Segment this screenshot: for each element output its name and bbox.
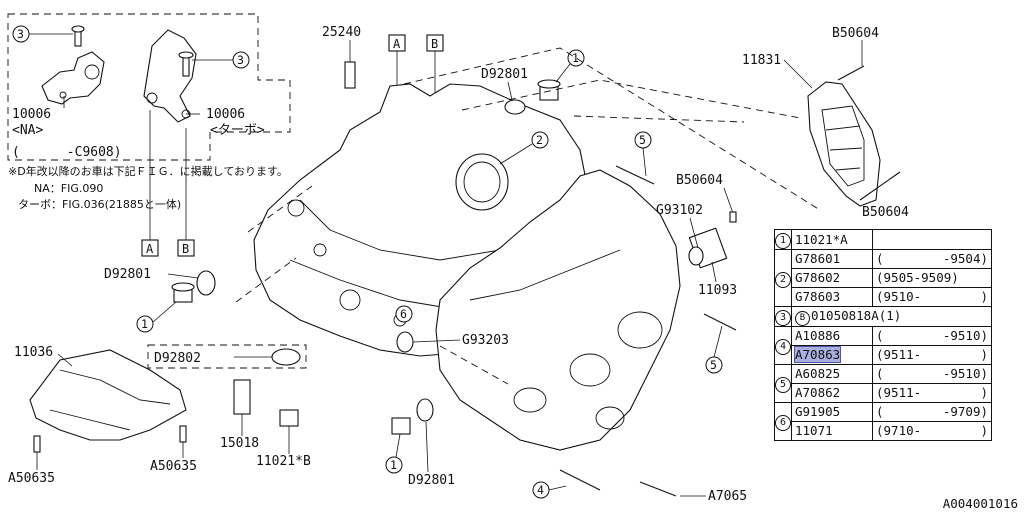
callout-five: 5 [639, 133, 646, 147]
part-number[interactable]: A10886 [791, 326, 873, 346]
bracket-na-drawing [41, 51, 105, 105]
part-number[interactable]: 11071 [791, 421, 873, 441]
plug-drawing [279, 409, 299, 427]
row-index: 4 [774, 326, 792, 365]
figure-code: A004001016 [942, 496, 1018, 511]
row-index: 5 [774, 364, 792, 403]
washer-drawing [271, 348, 301, 366]
note-line-1: ※D年改以降のお車は下記ＦＩＧ．に掲載しております。 [8, 164, 288, 178]
callout-one: 1 [141, 317, 148, 331]
part-number[interactable]: G78603 [791, 287, 873, 307]
label-d92801: D92801 [481, 67, 528, 82]
table-row[interactable]: 4 A10886 (-9510) [774, 326, 992, 365]
table-row[interactable]: G78603 (9510-) [775, 287, 992, 307]
part-number[interactable]: 11021*A [791, 229, 873, 250]
callout-six: 6 [400, 307, 407, 321]
ref-box-a-letter: A [146, 242, 154, 256]
table-row[interactable]: 6 G91905 (-9709) [774, 402, 992, 441]
cover-11831-drawing [807, 81, 881, 207]
inset-range: ( -C9608) [12, 145, 122, 160]
label-a50635: A50635 [8, 471, 55, 486]
label-g93203: G93203 [462, 333, 509, 348]
callout-one: 1 [390, 458, 397, 472]
label-11036: 11036 [14, 345, 53, 360]
date-range: (9710-) [872, 421, 992, 441]
oil-pressure-switch-drawing [233, 379, 251, 415]
row-index: 1 [774, 229, 792, 250]
row-index: 3 [774, 306, 792, 327]
label-11021b: 11021*B [256, 454, 311, 469]
ref-box-a-letter: A [393, 37, 401, 51]
label-15018: 15018 [220, 436, 259, 451]
table-row[interactable]: G78602 (9505-9509) [775, 268, 992, 288]
label-b50604: B50604 [862, 205, 909, 220]
label-10006-turbo: 10006 [206, 107, 245, 122]
date-range: (-9709) [872, 402, 992, 422]
ref-box-b-letter: B [431, 37, 438, 51]
table-row[interactable]: 2 G78601 (-9504) [774, 249, 992, 307]
label-10006-na: 10006 [12, 107, 51, 122]
table-row[interactable]: 5 A60825 (-9510) [774, 364, 992, 403]
part-number-highlighted[interactable]: A70863 [791, 345, 873, 365]
date-range: (-9504) [872, 249, 992, 269]
callout-five: 5 [710, 358, 717, 372]
parts-table: 1 11021*A 2 G78601 (-9504) G78602 (9505-… [774, 229, 992, 441]
part-number[interactable]: G78602 [791, 268, 873, 288]
washer-drawing [196, 270, 216, 296]
ref-box-b-letter: B [182, 242, 189, 256]
part-number[interactable]: G91905 [791, 402, 873, 422]
label-d92802: D92802 [154, 351, 201, 366]
label-g93102: G93102 [656, 203, 703, 218]
row-index: 6 [774, 402, 792, 441]
part-number[interactable]: A60825 [791, 364, 873, 384]
label-11831: 11831 [742, 53, 781, 68]
callout-three: 3 [237, 53, 244, 67]
label-turbo-variant: <ターボ> [210, 123, 265, 138]
table-row[interactable]: A70863 (9511-) [775, 345, 992, 365]
part-number[interactable]: A70862 [791, 383, 873, 403]
part-number[interactable]: G78601 [791, 249, 873, 269]
callout-one: 1 [572, 51, 579, 65]
note-line-2: NA：FIG.090 [34, 182, 103, 195]
label-b50604: B50604 [676, 173, 723, 188]
label-25240: 25240 [322, 25, 361, 40]
d92802-group [147, 344, 307, 369]
callout-two: 2 [536, 133, 543, 147]
label-d92801: D92801 [104, 267, 151, 282]
label-b50604: B50604 [832, 26, 879, 41]
date-range: (-9510) [872, 364, 992, 384]
cylinder-block-right-drawing [435, 169, 681, 451]
label-11093: 11093 [698, 283, 737, 298]
date-range: (9511-) [872, 383, 992, 403]
inset-detail: 3 3 10006 <NA> 10006 <ターボ> ( -C9608) [7, 13, 291, 161]
date-range [872, 229, 992, 250]
date-range: (-9510) [872, 326, 992, 346]
table-row[interactable]: 11071 (9710-) [775, 421, 992, 441]
washer-drawing [504, 99, 526, 115]
gasket-drawing [688, 246, 704, 266]
row-index: 2 [774, 249, 792, 307]
label-a7065: A7065 [708, 489, 747, 504]
date-range: (9510-) [872, 287, 992, 307]
date-range: (9505-9509) [872, 268, 992, 288]
date-range: (9511-) [872, 345, 992, 365]
label-na-variant: <NA> [12, 123, 43, 138]
b-mark-icon: B [795, 311, 810, 326]
callout-three: 3 [17, 27, 24, 41]
table-row[interactable]: 1 11021*A [774, 229, 992, 250]
sensor-drawing [344, 61, 356, 89]
plug-drawing [391, 417, 411, 435]
washer-drawing [416, 398, 434, 422]
label-a50635: A50635 [150, 459, 197, 474]
plug-drawing [396, 331, 414, 353]
label-d92801: D92801 [408, 473, 455, 488]
table-row[interactable]: A70862 (9511-) [775, 383, 992, 403]
callout-four: 4 [537, 483, 544, 497]
note-line-3: ターボ：FIG.036(21885と一体) [18, 197, 181, 211]
